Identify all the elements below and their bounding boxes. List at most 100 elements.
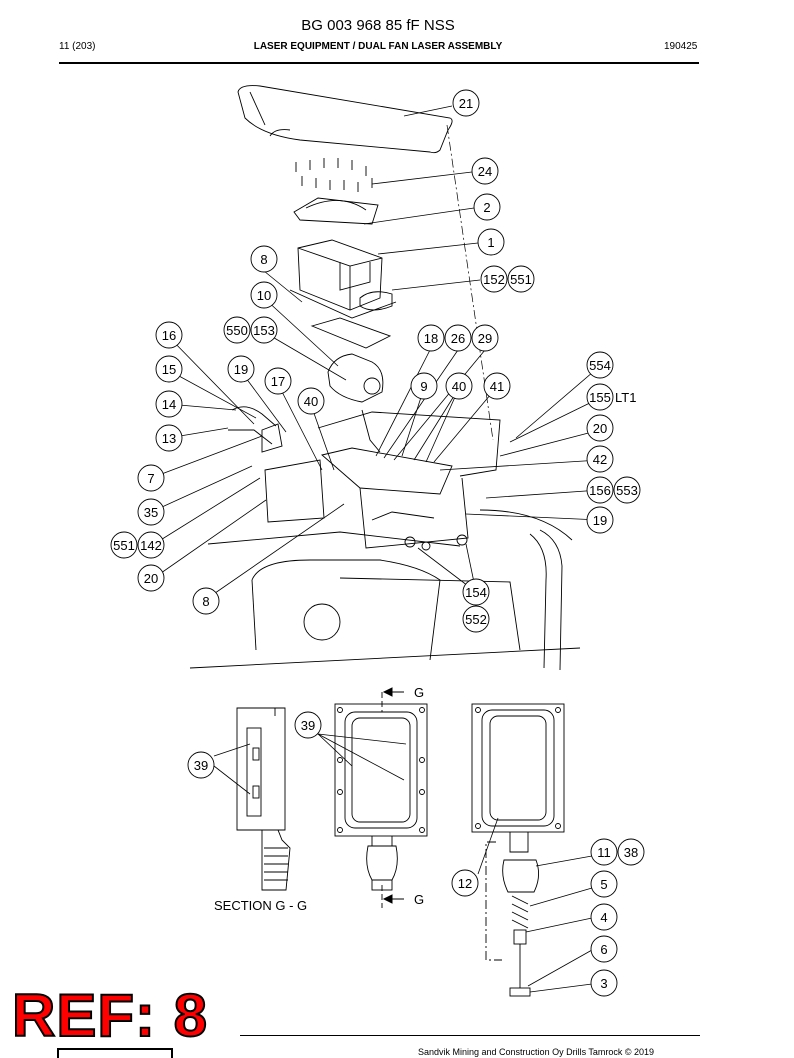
callout-15: 15 [155, 355, 183, 383]
document-title: BG 003 968 85 fF NSS [301, 17, 455, 34]
callout-5: 5 [590, 870, 618, 898]
svg-text:15: 15 [162, 362, 176, 377]
callout-24: 24 [471, 157, 499, 185]
callout-551: 551 [110, 531, 138, 559]
callout-39: 39 [187, 751, 215, 779]
svg-text:16: 16 [162, 328, 176, 343]
svg-text:20: 20 [144, 571, 158, 586]
svg-text:39: 39 [301, 718, 315, 733]
callout-20: 20 [137, 564, 165, 592]
svg-text:551: 551 [113, 538, 135, 553]
svg-text:40: 40 [304, 394, 318, 409]
svg-text:8: 8 [260, 252, 267, 267]
callout-550: 550 [223, 316, 251, 344]
svg-text:41: 41 [490, 379, 504, 394]
svg-text:7: 7 [147, 471, 154, 486]
front-view [334, 692, 428, 908]
callout-16: 16 [155, 321, 183, 349]
svg-text:156: 156 [589, 483, 611, 498]
svg-text:11: 11 [597, 845, 611, 860]
svg-text:3: 3 [600, 976, 607, 991]
callout-155: 155 [586, 383, 614, 411]
svg-text:552: 552 [465, 612, 487, 627]
svg-text:14: 14 [162, 397, 176, 412]
callout-21: 21 [452, 89, 480, 117]
svg-text:39: 39 [194, 758, 208, 773]
reference-stamp: REF: 8 [11, 982, 209, 1049]
svg-text:8: 8 [202, 594, 209, 609]
svg-text:21: 21 [459, 96, 473, 111]
document-date: 190425 [664, 41, 698, 52]
footer-rule [240, 1035, 700, 1036]
callout-42: 42 [586, 445, 614, 473]
svg-text:154: 154 [465, 585, 487, 600]
section-arrows [382, 687, 404, 904]
callout-20: 20 [586, 414, 614, 442]
callout-18: 18 [417, 324, 445, 352]
center-line [446, 124, 494, 441]
svg-text:17: 17 [271, 374, 285, 389]
callout-41: 41 [483, 372, 511, 400]
callout-39: 39 [294, 711, 322, 739]
svg-text:18: 18 [424, 331, 438, 346]
callout-8: 8 [192, 587, 220, 615]
callout-40: 40 [445, 372, 473, 400]
callout-142: 142 [137, 531, 165, 559]
svg-text:29: 29 [478, 331, 492, 346]
svg-text:4: 4 [600, 910, 607, 925]
callout-8: 8 [250, 245, 278, 273]
callout-19: 19 [227, 355, 255, 383]
side-view [471, 703, 565, 997]
svg-text:153: 153 [253, 323, 275, 338]
callout-4: 4 [590, 903, 618, 931]
callout-552: 552 [462, 605, 490, 633]
callout-14: 14 [155, 390, 183, 418]
svg-text:42: 42 [593, 452, 607, 467]
section-mark-bottom: G [414, 892, 424, 907]
callout-40: 40 [297, 387, 325, 415]
svg-text:550: 550 [226, 323, 248, 338]
callout-551: 551 [507, 265, 535, 293]
callout-12: 12 [451, 869, 479, 897]
callout-11: 11 [590, 838, 618, 866]
callout-9: 9 [410, 372, 438, 400]
svg-text:24: 24 [478, 164, 492, 179]
svg-text:9: 9 [420, 379, 427, 394]
svg-text:35: 35 [144, 505, 158, 520]
callout-38: 38 [617, 838, 645, 866]
drawing-text: LT1 G G SECTION G - G [214, 390, 636, 913]
svg-text:152: 152 [483, 272, 505, 287]
callout-7: 7 [137, 464, 165, 492]
svg-text:38: 38 [624, 845, 638, 860]
svg-text:6: 6 [600, 942, 607, 957]
callout-156: 156 [586, 476, 614, 504]
brand-logo [57, 1048, 173, 1058]
svg-text:19: 19 [593, 513, 607, 528]
svg-text:155: 155 [589, 390, 611, 405]
svg-text:142: 142 [140, 538, 162, 553]
page-number: 11 (203) [59, 41, 96, 52]
callout-3: 3 [590, 969, 618, 997]
callout-10: 10 [250, 281, 278, 309]
svg-text:551: 551 [510, 272, 532, 287]
callout-13: 13 [155, 424, 183, 452]
svg-text:2: 2 [483, 200, 490, 215]
callout-153: 153 [250, 316, 278, 344]
callout-154: 154 [462, 578, 490, 606]
svg-text:26: 26 [451, 331, 465, 346]
svg-text:553: 553 [616, 483, 638, 498]
footer-copyright: Sandvik Mining and Construction Oy Drill… [418, 1047, 655, 1057]
callout-29: 29 [471, 324, 499, 352]
leader-lines [150, 105, 601, 993]
callout-26: 26 [444, 324, 472, 352]
section-g-g-view [236, 707, 291, 891]
svg-text:20: 20 [593, 421, 607, 436]
callout-6: 6 [590, 935, 618, 963]
section-caption: SECTION G - G [214, 898, 307, 913]
lt1-label: LT1 [615, 390, 636, 405]
callout-17: 17 [264, 367, 292, 395]
svg-text:1: 1 [487, 235, 494, 250]
callout-152: 152 [480, 265, 508, 293]
callouts: 21 24 2 1 8 152 551 10 550 153 16 18 26 … [110, 89, 645, 997]
